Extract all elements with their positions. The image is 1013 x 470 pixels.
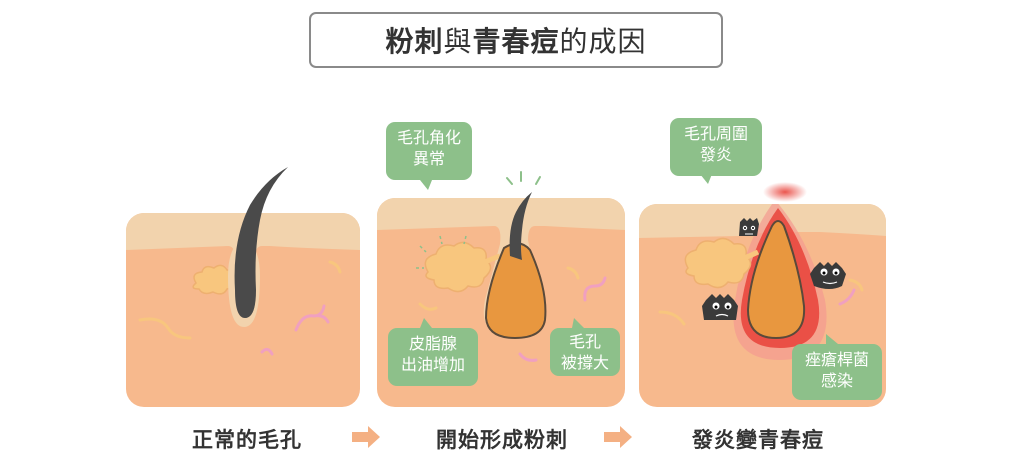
callout-line: 皮脂腺 [408, 334, 457, 353]
callout-pointer [420, 318, 432, 328]
blood-vessel [658, 310, 686, 326]
stage-label-inflamed: 發炎變青春痘 [692, 428, 824, 452]
blood-vessel [838, 288, 856, 306]
diagram-title: 粉刺與青春痘的成因 [309, 12, 723, 68]
skin-bump [480, 198, 550, 214]
callout-line: 感染 [820, 371, 853, 390]
gland-glow [416, 235, 467, 269]
inflammation-glow [763, 182, 807, 202]
title-part-1: 粉刺 [385, 25, 444, 58]
callout-line: 異常 [412, 149, 445, 168]
sebum-plug [484, 242, 547, 340]
blood-vessel [583, 276, 607, 302]
bacteria-icon [810, 262, 846, 289]
callout-line: 發炎 [699, 145, 732, 164]
callout-line: 被撐大 [560, 353, 609, 372]
gland-duct [743, 249, 760, 261]
callout-pore-stretched: 毛孔 被撐大 [550, 328, 620, 376]
gland-duct [483, 253, 501, 265]
callout-line: 出油增加 [400, 355, 465, 374]
sebaceous-gland [684, 237, 752, 289]
stage-label-normal: 正常的毛孔 [192, 428, 302, 452]
blood-vessel [294, 304, 330, 332]
title-part-3: 青春痘 [472, 25, 560, 58]
blood-vessel [328, 260, 342, 274]
stage-label-comedone: 開始形成粉刺 [436, 428, 568, 452]
arrow-right-icon [352, 426, 380, 448]
blood-vessel [138, 317, 192, 340]
panel-normal-pore [126, 167, 360, 407]
blood-vessel [518, 352, 538, 362]
title-part-4: 的成因 [559, 25, 647, 58]
bacteria-icon [702, 294, 738, 320]
callout-sebum: 皮脂腺 出油增加 [388, 328, 478, 386]
arrow-right-icon [604, 426, 632, 448]
callout-pointer [572, 318, 584, 328]
hair [234, 167, 288, 318]
callout-line: 痤瘡桿菌 [804, 350, 869, 369]
callout-line: 毛孔角化 [396, 128, 461, 147]
panel-comedone [377, 171, 625, 407]
callout-inflammation: 毛孔周圍 發炎 [670, 118, 762, 176]
sebum-plug [746, 220, 806, 340]
callout-line: 毛孔 [568, 332, 601, 351]
callout-line: 毛孔周圍 [683, 124, 748, 143]
title-part-2: 與 [443, 25, 473, 58]
hair [509, 192, 532, 260]
blood-vessel [260, 347, 274, 356]
sparkle-icon [506, 171, 541, 185]
callout-bacteria: 痤瘡桿菌 感染 [792, 344, 882, 400]
callout-pointer [700, 174, 712, 184]
sebaceous-gland [424, 241, 492, 293]
callout-pointer [420, 180, 432, 190]
blood-vessel [566, 266, 580, 280]
blood-vessel [418, 302, 438, 311]
bacteria-icon [739, 218, 759, 236]
callout-pointer [826, 334, 838, 344]
callout-keratinization: 毛孔角化 異常 [386, 122, 472, 180]
blood-vessel [848, 278, 864, 292]
